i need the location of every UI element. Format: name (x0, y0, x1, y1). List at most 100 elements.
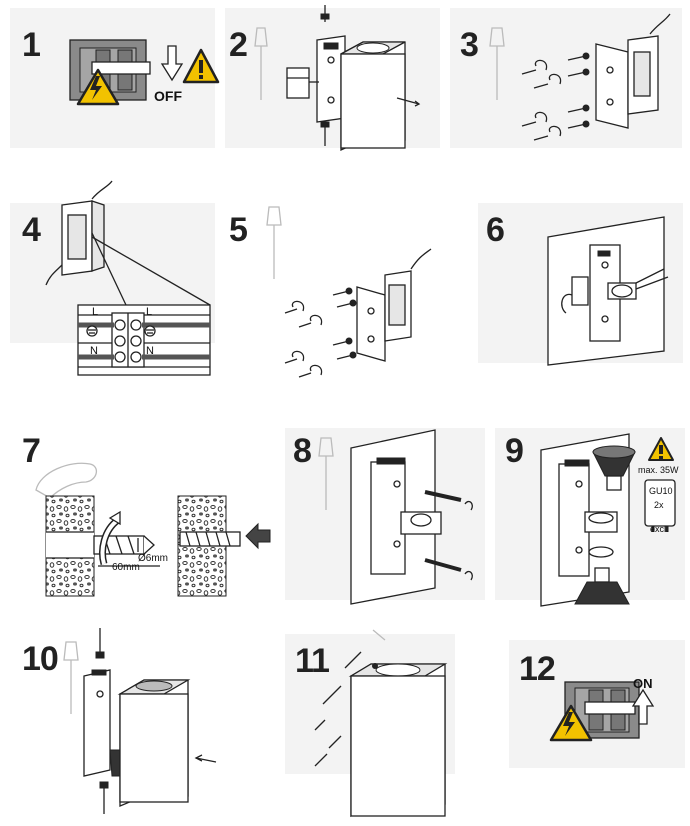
step-12-panel: 12 ON (505, 640, 690, 770)
screw-icon (99, 781, 109, 814)
rotation-arrow-icon (99, 510, 121, 565)
screwdriver-icon (254, 27, 268, 100)
lamp-quantity-label: 2x (654, 500, 664, 510)
step-2-panel: 2 (225, 0, 450, 160)
step-number: 6 (486, 211, 505, 249)
ground-icon (144, 325, 156, 337)
junction-box-icon (627, 13, 671, 115)
diameter-label: Ø6mm (138, 553, 168, 564)
step-number: 5 (229, 211, 248, 249)
insert-arrow-icon (245, 522, 271, 550)
step-number: 3 (460, 26, 479, 64)
lamp-housing (348, 663, 448, 818)
step-10-panel: 10 (0, 620, 240, 826)
step-number: 7 (22, 432, 41, 470)
breaker-switch-icon (564, 681, 640, 739)
screwdriver-icon (489, 27, 505, 100)
screwdriver-icon (63, 641, 79, 714)
on-label: ON (633, 676, 653, 691)
wall-texture-lines (314, 629, 386, 767)
up-arrow-icon (631, 688, 655, 725)
step-number: 10 (22, 640, 59, 678)
step-number: 1 (22, 26, 41, 64)
switch-on-illustration (549, 681, 655, 742)
mounting-plate (589, 244, 669, 342)
drill-illustration (35, 462, 271, 597)
step-4-panel: 4 L L N N (0, 180, 230, 385)
brick-wall-section (45, 495, 95, 597)
fix-to-wall-illustration (318, 429, 473, 605)
screw-icon (567, 68, 590, 77)
screwdriver-icon (318, 437, 334, 510)
step-1-panel: 1 OFF (0, 0, 230, 160)
warning-triangle-icon (648, 437, 674, 461)
switch-off-illustration (69, 39, 220, 106)
lamp-socket (584, 511, 618, 558)
screw-icon (567, 104, 590, 113)
screw-icon (424, 490, 462, 502)
finished-lamp-illustration (314, 629, 448, 818)
attach-mount-illustration (547, 216, 669, 366)
ground-icon (86, 325, 98, 337)
lamp-type-label: GU10 (649, 486, 673, 496)
screw-icon (336, 299, 357, 308)
step-number: 4 (22, 211, 41, 249)
mounting-plate (83, 669, 111, 777)
mounting-plate (558, 459, 590, 577)
warning-triangle-icon (182, 48, 220, 84)
screw-icon (320, 121, 330, 146)
wall-plug (179, 531, 241, 547)
step-number: 11 (295, 642, 330, 680)
junction-box-icon (286, 67, 319, 99)
lamp-housing (340, 41, 421, 152)
breaker-switch-icon (69, 39, 151, 101)
junction-box-icon (45, 180, 211, 306)
max-power-label: max. 35W (638, 465, 679, 475)
junction-box-icon (561, 276, 589, 314)
insert-bulbs-illustration (540, 433, 676, 607)
step-9-panel: 9 (495, 420, 690, 610)
step-11-panel: 11 (285, 629, 490, 826)
step-7-panel: 7 60mm (0, 420, 285, 610)
screws-and-dowels (521, 52, 590, 141)
warning-triangle-icon (76, 68, 120, 106)
remove-cover-illustration (254, 5, 421, 152)
screw-icon (424, 558, 462, 572)
screw-icon (320, 5, 330, 22)
down-arrow-icon (160, 45, 184, 82)
wiring-illustration (45, 180, 211, 376)
lamp-note-label: excl. (650, 524, 669, 534)
neutral-terminal-label: N (146, 345, 154, 357)
mounting-plate (595, 43, 629, 129)
step-number: 12 (519, 650, 556, 688)
gu10-bulb-icon (574, 567, 630, 605)
step-3-panel: 3 (450, 0, 690, 160)
screw-icon (567, 52, 590, 61)
off-label: OFF (154, 88, 182, 104)
terminal-block (77, 304, 211, 376)
screw-icon (567, 120, 590, 129)
screws-and-dowels (284, 287, 357, 378)
junction-box-icon (384, 248, 432, 342)
live-terminal-label: L (146, 306, 153, 318)
mounting-plate (356, 286, 386, 362)
live-terminal-label: L (92, 306, 99, 318)
gu10-bulb-icon (592, 445, 636, 491)
neutral-terminal-label: N (90, 345, 98, 357)
screw-icon (336, 351, 357, 360)
step-5-panel: 5 (225, 195, 450, 390)
step-number: 9 (505, 432, 524, 470)
attach-cover-illustration (63, 628, 217, 814)
remove-screws-illustration (489, 13, 671, 141)
step-6-panel: 6 (478, 195, 690, 375)
screwdriver-icon (266, 206, 282, 279)
mount-plate-illustration (266, 206, 432, 378)
gu10-bulb-box-icon (644, 479, 676, 532)
depth-label: 60mm (112, 562, 140, 573)
mounting-plate (370, 457, 442, 575)
drill-icon (35, 462, 97, 499)
step-number: 8 (293, 432, 312, 470)
warning-triangle-icon (549, 704, 593, 742)
lamp-housing (117, 679, 217, 807)
screw-icon (332, 287, 353, 296)
